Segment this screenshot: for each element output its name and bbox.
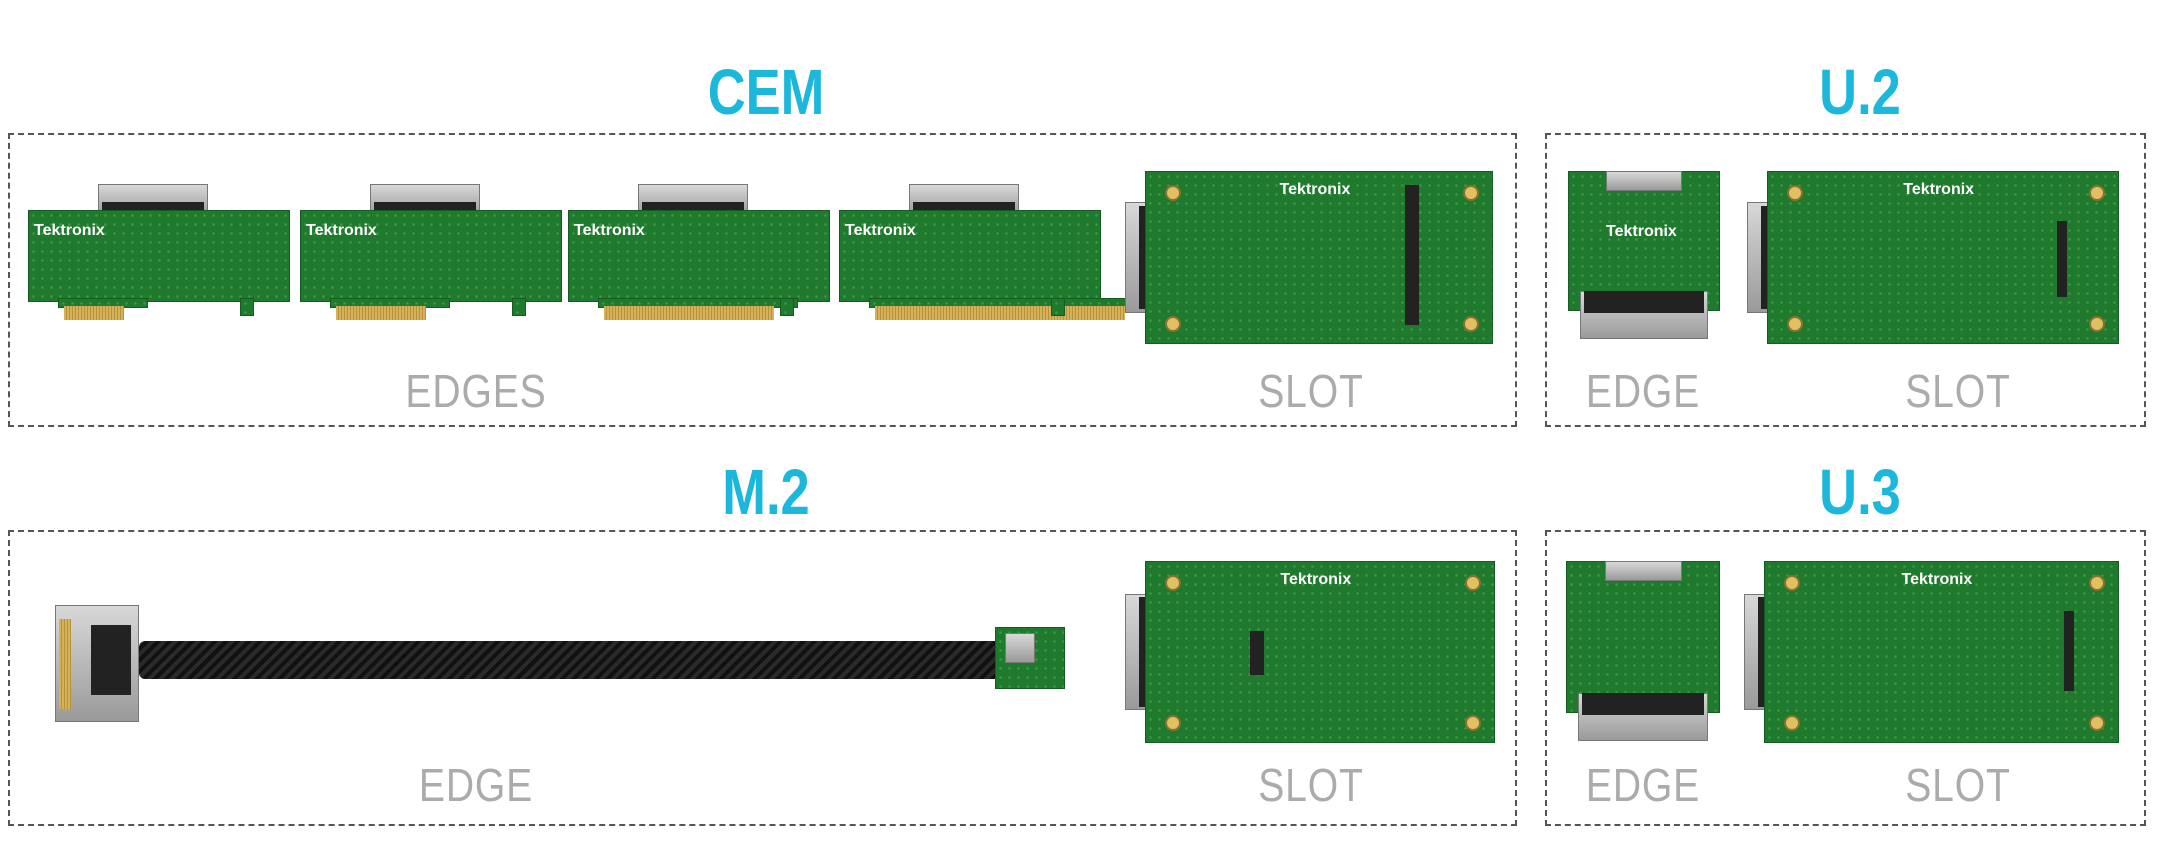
mounting-hole <box>1165 185 1181 201</box>
cem-edges-label: EDGES <box>405 365 547 417</box>
pcb <box>300 210 562 302</box>
mounting-hole <box>1465 575 1481 591</box>
mounting-hole <box>1165 575 1181 591</box>
slot-connector <box>2057 221 2067 297</box>
mounting-hole <box>2089 575 2105 591</box>
u2-edge-label: EDGE <box>1585 365 1701 417</box>
top-connector <box>1604 561 1682 581</box>
mounting-hole <box>2089 316 2105 332</box>
gold-fingers <box>875 306 1125 320</box>
pcb <box>1145 171 1493 344</box>
u3-slot-board: Tektronix <box>1744 561 2119 743</box>
board-logo: Tektronix <box>306 222 377 239</box>
side-connector-slot <box>1758 597 1768 707</box>
bracket-tab <box>240 298 254 316</box>
mounting-hole <box>2089 185 2105 201</box>
u3-group <box>1545 530 2146 826</box>
board-logo: Tektronix <box>574 222 645 239</box>
gold-fingers <box>336 306 426 320</box>
u3-edge-board <box>1566 561 1720 743</box>
cem-slot-label: SLOT <box>1258 365 1364 417</box>
mounting-hole <box>1784 715 1800 731</box>
board-logo: Tektronix <box>1279 181 1351 198</box>
board-logo: Tektronix <box>1606 223 1677 240</box>
cem-slot-board: Tektronix <box>1125 171 1493 344</box>
u2-title: U.2 <box>1819 56 1901 128</box>
cem-edge-board: Tektronix <box>568 180 830 322</box>
u2-edge-board: Tektronix <box>1568 171 1720 341</box>
u2-group <box>1545 133 2146 427</box>
cem-title: CEM <box>707 56 825 128</box>
pcb <box>568 210 830 302</box>
bottom-connector-slot <box>1582 693 1704 715</box>
u3-title: U.3 <box>1819 456 1901 528</box>
slot-connector <box>2064 611 2074 691</box>
m2-title: M.2 <box>722 456 810 528</box>
cem-edge-board: Tektronix <box>28 180 290 322</box>
m2-edge-cable <box>55 605 1066 722</box>
gold-fingers <box>64 306 124 320</box>
pcb <box>28 210 290 302</box>
pcb <box>1566 561 1720 713</box>
board-logo: Tektronix <box>1280 571 1352 588</box>
bottom-connector-slot <box>1584 291 1704 313</box>
m2-group <box>8 530 1517 826</box>
m2-edge-label: EDGE <box>418 759 534 811</box>
mounting-hole <box>1165 715 1181 731</box>
pcb <box>1764 561 2119 743</box>
mounting-hole <box>1463 316 1479 332</box>
bracket-tab <box>780 298 794 316</box>
mounting-hole <box>2089 715 2105 731</box>
cable-connector-pins <box>59 619 71 709</box>
pcb <box>1145 561 1495 743</box>
side-connector-slot <box>1139 597 1149 707</box>
mounting-hole <box>1465 715 1481 731</box>
m2-socket <box>1250 631 1264 675</box>
mounting-hole <box>1787 185 1803 201</box>
bracket-tab <box>1051 298 1065 316</box>
braided-cable <box>139 641 1019 679</box>
cem-edge-board: Tektronix <box>300 180 562 322</box>
board-logo: Tektronix <box>1903 181 1975 198</box>
m2-card-chip <box>1005 633 1035 663</box>
mounting-hole <box>1787 316 1803 332</box>
u3-edge-label: EDGE <box>1585 759 1701 811</box>
mounting-hole <box>1784 575 1800 591</box>
pcb <box>1767 171 2119 344</box>
board-logo: Tektronix <box>1901 571 1973 588</box>
mounting-hole <box>1165 316 1181 332</box>
side-connector-slot <box>1139 205 1149 310</box>
mounting-hole <box>1463 185 1479 201</box>
m2-slot-label: SLOT <box>1258 759 1364 811</box>
bracket-tab <box>512 298 526 316</box>
u2-slot-label: SLOT <box>1905 365 2011 417</box>
top-connector <box>1606 171 1682 191</box>
pcb <box>839 210 1101 302</box>
cable-connector-label <box>91 625 131 695</box>
m2-slot-board: Tektronix <box>1125 561 1495 743</box>
u2-slot-board: Tektronix <box>1747 171 2119 344</box>
slot-connector <box>1405 185 1419 325</box>
pcb <box>1568 171 1720 311</box>
cem-edge-board: Tektronix <box>839 180 1149 322</box>
cem-group <box>8 133 1517 427</box>
board-logo: Tektronix <box>845 222 916 239</box>
board-logo: Tektronix <box>34 222 105 239</box>
side-connector-slot <box>1761 205 1771 310</box>
gold-fingers <box>604 306 774 320</box>
u3-slot-label: SLOT <box>1905 759 2011 811</box>
